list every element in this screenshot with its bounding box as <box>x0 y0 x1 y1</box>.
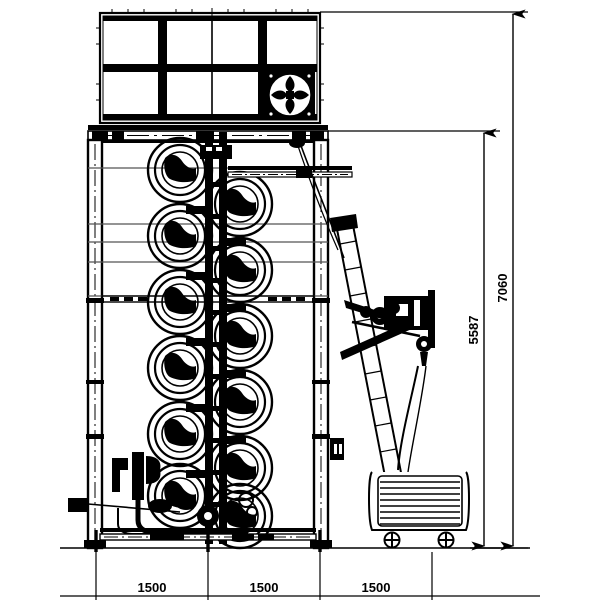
exhaust-fan <box>265 70 315 120</box>
dimension-label-5587: 5587 <box>466 316 481 345</box>
upper-transfer-arm <box>227 138 353 259</box>
winch-hoist-assembly <box>330 290 435 473</box>
dimension-label-7060: 7060 <box>495 274 510 303</box>
rope-anchor <box>289 138 305 148</box>
central-mast-ladder <box>186 132 246 544</box>
wire-basket-cart <box>368 471 470 549</box>
dimension-label-bay-3: 1500 <box>362 580 391 595</box>
dimension-label-bay-2: 1500 <box>250 580 279 595</box>
cart-wheel-left <box>383 531 401 549</box>
cart-wheel-right <box>437 531 455 549</box>
hoist-rope-lower <box>397 365 419 471</box>
dimension-overall-height: 7060 <box>320 9 528 551</box>
dimension-frame-height: 5587 <box>328 128 500 551</box>
roof-equipment-enclosure <box>96 8 324 128</box>
ladder-pivot <box>330 214 358 232</box>
right-reel-stack <box>206 170 274 550</box>
inclined-access-ladder <box>330 214 415 500</box>
dimension-label-bay-1: 1500 <box>138 580 167 595</box>
hoist-arm <box>344 300 404 326</box>
horizontal-dimension-chain: 1500 1500 1500 <box>60 530 540 600</box>
